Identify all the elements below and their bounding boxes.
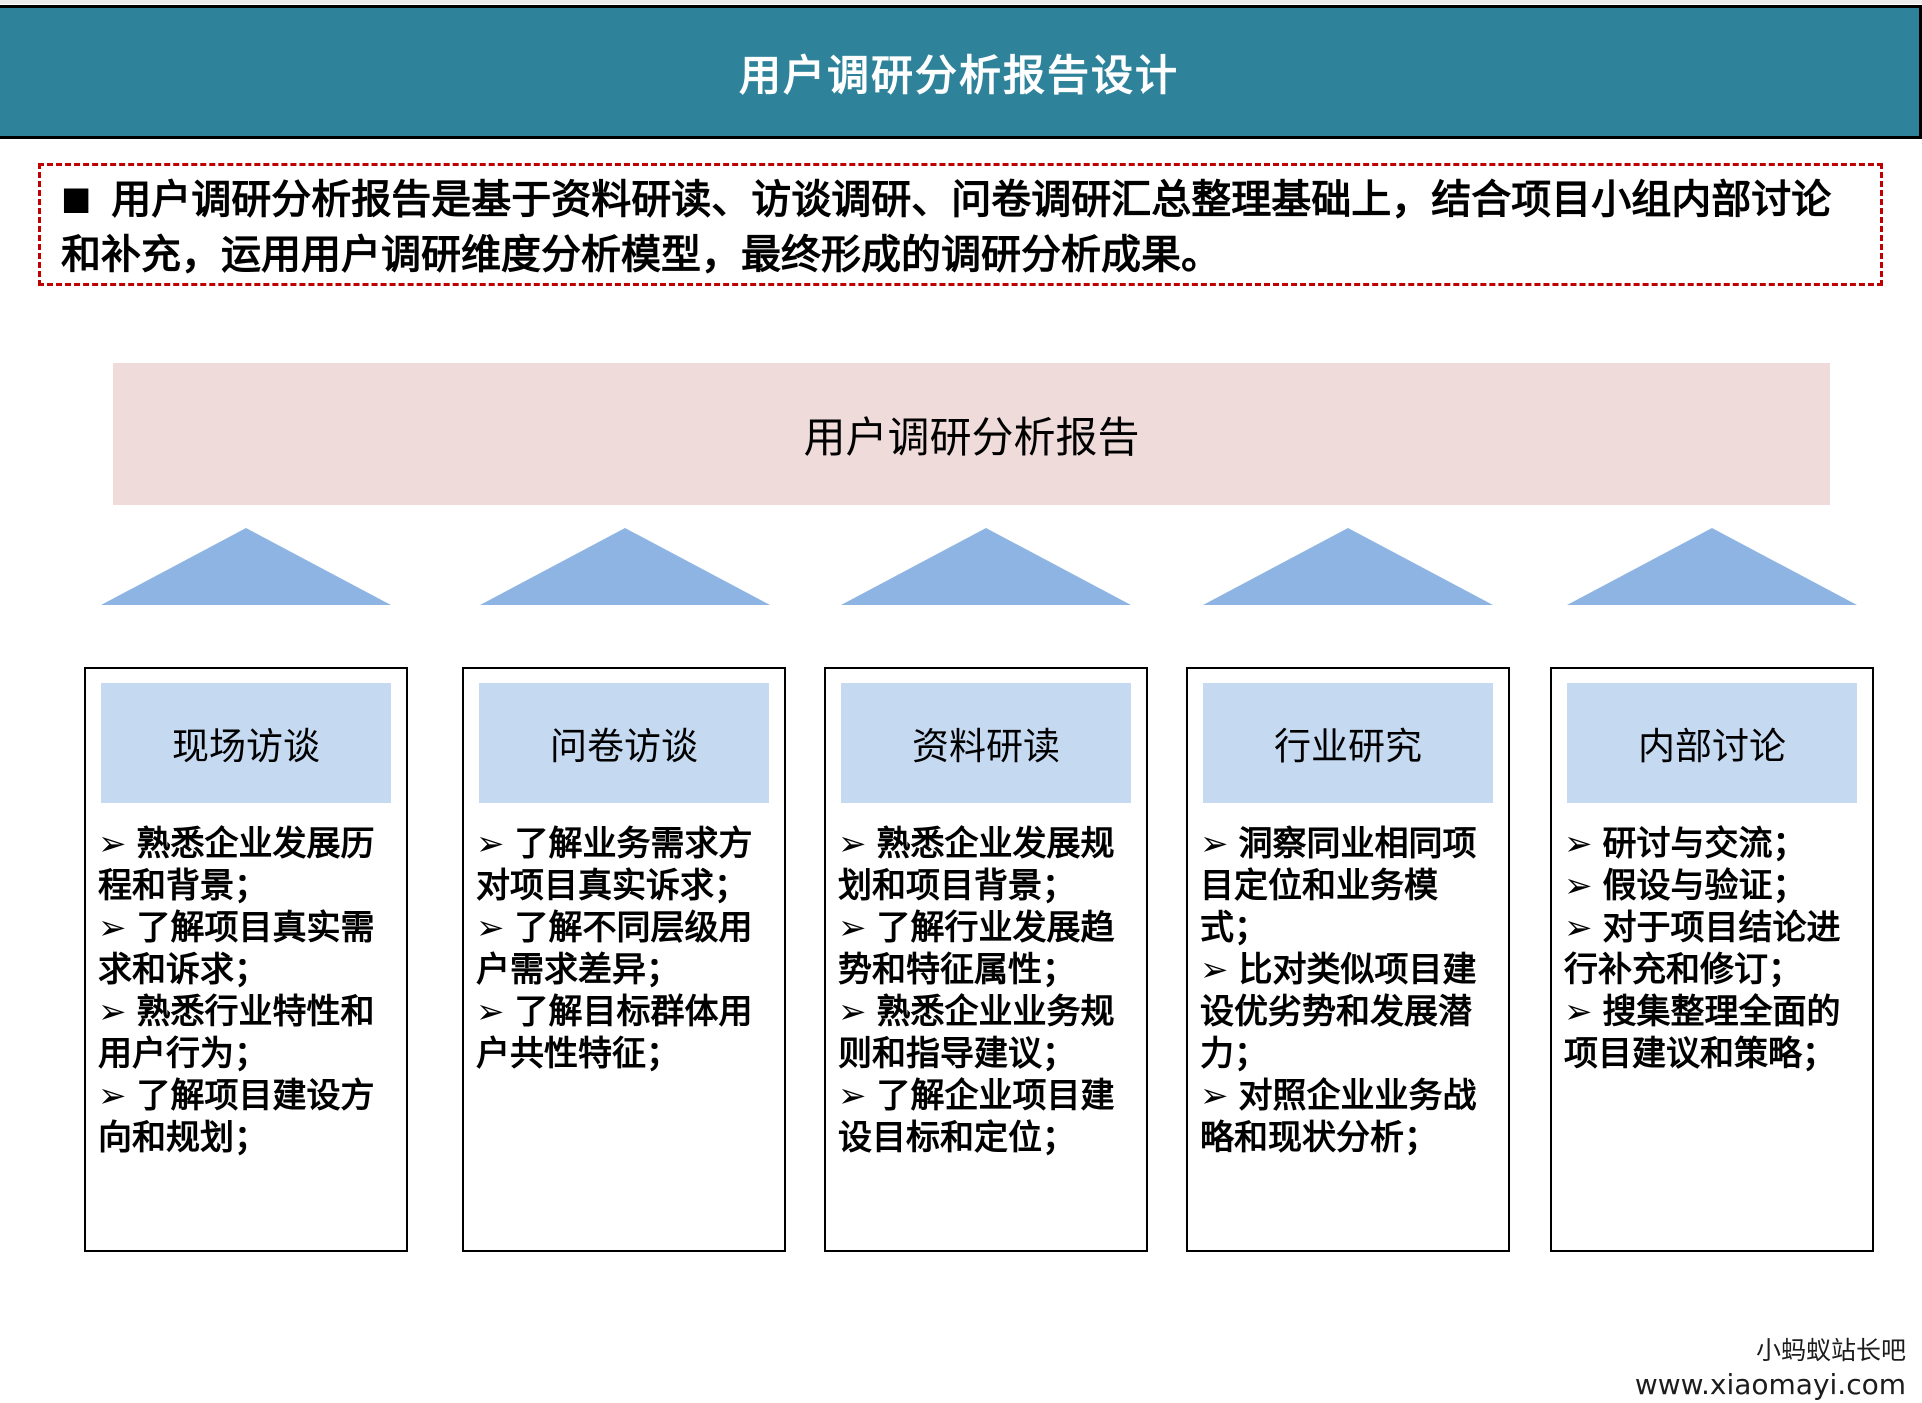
list-item: ➢对于项目结论进行补充和修订； — [1564, 907, 1864, 991]
arrow-bullet-icon: ➢ — [1564, 866, 1593, 906]
list-item-text: 了解不同层级用户需求差异； — [476, 908, 753, 990]
list-item: ➢了解目标群体用户共性特征； — [476, 991, 776, 1075]
square-bullet-icon: ■ — [61, 179, 92, 217]
list-item: ➢了解业务需求方对项目真实诉求； — [476, 823, 776, 907]
list-item-text: 了解目标群体用户共性特征； — [476, 992, 753, 1074]
list-item-text: 了解项目真实需求和诉求； — [98, 908, 375, 990]
upward-triangle-icon-1 — [101, 528, 391, 605]
column-material-study: 资料研读 ➢熟悉企业发展规划和项目背景； ➢了解行业发展趋势和特征属性； ➢熟悉… — [824, 667, 1148, 1252]
arrow-bullet-icon: ➢ — [476, 992, 505, 1032]
arrow-bullet-icon: ➢ — [98, 824, 127, 864]
list-item-text: 熟悉企业发展规划和项目背景； — [838, 824, 1115, 906]
column-title: 现场访谈 — [172, 725, 320, 768]
list-item: ➢了解企业项目建设目标和定位； — [838, 1075, 1138, 1159]
list-item: ➢熟悉行业特性和用户行为； — [98, 991, 398, 1075]
arrow-bullet-icon: ➢ — [98, 908, 127, 948]
arrow-bullet-icon: ➢ — [838, 908, 867, 948]
list-item: ➢了解项目真实需求和诉求； — [98, 907, 398, 991]
list-item: ➢熟悉企业发展规划和项目背景； — [838, 823, 1138, 907]
column-title: 内部讨论 — [1638, 725, 1786, 768]
column-industry-research: 行业研究 ➢洞察同业相同项目定位和业务模式； ➢比对类似项目建设优劣势和发展潜力… — [1186, 667, 1510, 1252]
list-item-text: 熟悉行业特性和用户行为； — [98, 992, 375, 1074]
list-item: ➢对照企业业务战略和现状分析； — [1200, 1075, 1500, 1159]
column-header: 资料研读 — [841, 683, 1131, 803]
column-body: ➢熟悉企业发展历程和背景； ➢了解项目真实需求和诉求； ➢熟悉行业特性和用户行为… — [86, 803, 406, 1159]
upward-triangle-icon-4 — [1203, 528, 1493, 605]
report-title-label: 用户调研分析报告 — [803, 412, 1140, 462]
arrow-bullet-icon: ➢ — [838, 992, 867, 1032]
column-title: 问卷访谈 — [550, 725, 698, 768]
arrow-bullet-icon: ➢ — [476, 908, 505, 948]
list-item: ➢搜集整理全面的项目建议和策略； — [1564, 991, 1864, 1075]
watermark-site-name: 小蚂蚁站长吧 — [1755, 1336, 1906, 1365]
intro-text: 用户调研分析报告是基于资料研读、访谈调研、问卷调研汇总整理基础上，结合项目小组内… — [61, 177, 1832, 278]
list-item: ➢熟悉企业发展历程和背景； — [98, 823, 398, 907]
arrow-bullet-icon: ➢ — [1564, 824, 1593, 864]
list-item-text: 比对类似项目建设优劣势和发展潜力； — [1200, 950, 1477, 1074]
arrow-bullet-icon: ➢ — [1564, 908, 1593, 948]
slide-header-bar: 用户调研分析报告设计 — [0, 5, 1922, 139]
arrow-bullet-icon: ➢ — [98, 992, 127, 1032]
list-item-text: 熟悉企业业务规则和指导建议； — [838, 992, 1115, 1074]
intro-dashed-box: ■用户调研分析报告是基于资料研读、访谈调研、问卷调研汇总整理基础上，结合项目小组… — [38, 163, 1883, 286]
arrow-bullet-icon: ➢ — [838, 824, 867, 864]
list-item-text: 假设与验证； — [1602, 866, 1807, 906]
report-title-box: 用户调研分析报告 — [113, 363, 1830, 505]
arrow-bullet-icon: ➢ — [1200, 950, 1229, 990]
column-title: 行业研究 — [1274, 725, 1422, 768]
screenshot-top-edge — [0, 0, 1922, 4]
watermark: 小蚂蚁站长吧 www.xiaomayi.com — [1635, 1334, 1906, 1402]
list-item: ➢假设与验证； — [1564, 865, 1864, 907]
column-header: 问卷访谈 — [479, 683, 769, 803]
column-header: 内部讨论 — [1567, 683, 1857, 803]
list-item-text: 研讨与交流； — [1602, 824, 1807, 864]
list-item-text: 洞察同业相同项目定位和业务模式； — [1200, 824, 1477, 948]
list-item: ➢研讨与交流； — [1564, 823, 1864, 865]
list-item: ➢熟悉企业业务规则和指导建议； — [838, 991, 1138, 1075]
list-item: ➢了解不同层级用户需求差异； — [476, 907, 776, 991]
arrow-bullet-icon: ➢ — [838, 1076, 867, 1116]
arrow-bullet-icon: ➢ — [1564, 992, 1593, 1032]
list-item: ➢了解行业发展趋势和特征属性； — [838, 907, 1138, 991]
page-title: 用户调研分析报告设计 — [738, 50, 1179, 100]
list-item-text: 了解业务需求方对项目真实诉求； — [476, 824, 753, 906]
column-onsite-interview: 现场访谈 ➢熟悉企业发展历程和背景； ➢了解项目真实需求和诉求； ➢熟悉行业特性… — [84, 667, 408, 1252]
list-item-text: 了解企业项目建设目标和定位； — [838, 1076, 1115, 1158]
list-item: ➢比对类似项目建设优劣势和发展潜力； — [1200, 949, 1500, 1075]
list-item-text: 熟悉企业发展历程和背景； — [98, 824, 375, 906]
upward-triangle-icon-3 — [841, 528, 1131, 605]
column-body: ➢熟悉企业发展规划和项目背景； ➢了解行业发展趋势和特征属性； ➢熟悉企业业务规… — [826, 803, 1146, 1159]
list-item-text: 搜集整理全面的项目建议和策略； — [1564, 992, 1841, 1074]
list-item-text: 对于项目结论进行补充和修订； — [1564, 908, 1841, 990]
list-item-text: 了解项目建设方向和规划； — [98, 1076, 375, 1158]
arrow-bullet-icon: ➢ — [1200, 1076, 1229, 1116]
upward-triangle-icon-2 — [480, 528, 770, 605]
list-item-text: 了解行业发展趋势和特征属性； — [838, 908, 1115, 990]
list-item-text: 对照企业业务战略和现状分析； — [1200, 1076, 1477, 1158]
arrow-bullet-icon: ➢ — [98, 1076, 127, 1116]
column-header: 现场访谈 — [101, 683, 391, 803]
column-title: 资料研读 — [912, 725, 1060, 768]
list-item: ➢洞察同业相同项目定位和业务模式； — [1200, 823, 1500, 949]
watermark-site-url: www.xiaomayi.com — [1634, 1368, 1906, 1401]
column-body: ➢洞察同业相同项目定位和业务模式； ➢比对类似项目建设优劣势和发展潜力； ➢对照… — [1188, 803, 1508, 1159]
column-body: ➢了解业务需求方对项目真实诉求； ➢了解不同层级用户需求差异； ➢了解目标群体用… — [464, 803, 784, 1075]
column-header: 行业研究 — [1203, 683, 1493, 803]
column-questionnaire-interview: 问卷访谈 ➢了解业务需求方对项目真实诉求； ➢了解不同层级用户需求差异； ➢了解… — [462, 667, 786, 1252]
arrow-bullet-icon: ➢ — [1200, 824, 1229, 864]
upward-triangle-icon-5 — [1567, 528, 1857, 605]
arrow-bullet-icon: ➢ — [476, 824, 505, 864]
column-internal-discussion: 内部讨论 ➢研讨与交流； ➢假设与验证； ➢对于项目结论进行补充和修订； ➢搜集… — [1550, 667, 1874, 1252]
list-item: ➢了解项目建设方向和规划； — [98, 1075, 398, 1159]
column-body: ➢研讨与交流； ➢假设与验证； ➢对于项目结论进行补充和修订； ➢搜集整理全面的… — [1552, 803, 1872, 1075]
